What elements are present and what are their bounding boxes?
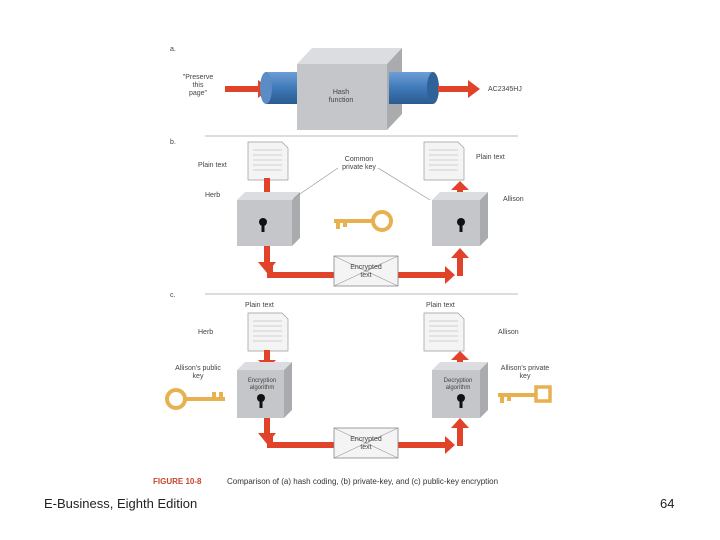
arrow-up-bottom-right-c bbox=[451, 418, 469, 446]
envelope-c bbox=[333, 427, 399, 459]
decryption-box-label: Decryption algorithm bbox=[443, 378, 473, 391]
envelope-b bbox=[333, 255, 399, 287]
section-label-c: c. bbox=[170, 292, 176, 299]
plain-text-left-b: Plain text bbox=[198, 162, 227, 169]
plain-text-right-c: Plain text bbox=[426, 302, 455, 309]
envelope-text-b: Encrypted text bbox=[350, 264, 382, 279]
arrow-right-from-envelope-c bbox=[398, 436, 455, 454]
envelope-text-c: Encrypted text bbox=[350, 436, 382, 451]
right-cylinder bbox=[389, 72, 439, 104]
receiver-label-b: Allison bbox=[503, 196, 524, 203]
plain-doc-right-c bbox=[423, 312, 465, 352]
decryption-box bbox=[432, 362, 488, 418]
page-number: 64 bbox=[660, 496, 675, 511]
private-key-icon bbox=[498, 385, 552, 403]
hash-input-text: "Preserve this page" bbox=[182, 74, 214, 97]
figure-caption: Comparison of (a) hash coding, (b) priva… bbox=[227, 477, 499, 486]
arrow-right-to-envelope-c bbox=[267, 436, 335, 448]
input-arrow bbox=[225, 80, 270, 98]
arrow-up-right-c bbox=[451, 351, 469, 366]
section-label-a: a. bbox=[170, 46, 176, 53]
hash-function-label: Hash function bbox=[328, 89, 354, 104]
section-c bbox=[165, 312, 552, 459]
section-a bbox=[225, 48, 480, 130]
plain-text-right-b: Plain text bbox=[476, 154, 505, 161]
hash-output-text: AC2345HJ bbox=[488, 86, 522, 93]
plain-doc-left bbox=[247, 141, 289, 181]
encryption-box bbox=[237, 362, 292, 418]
lock-box-right-b bbox=[432, 192, 488, 246]
key-line-left bbox=[293, 167, 339, 199]
arrow-right-to-envelope-b bbox=[267, 265, 335, 278]
public-key-label: Allison's public key bbox=[175, 365, 221, 380]
plain-text-left-c: Plain text bbox=[245, 302, 274, 309]
private-key-label: Allison's private key bbox=[500, 365, 550, 380]
sender-label-c: Herb bbox=[198, 329, 214, 336]
public-key-icon bbox=[165, 388, 225, 410]
common-key-icon bbox=[334, 210, 393, 232]
section-label-b: b. bbox=[170, 139, 176, 146]
figure-label: FIGURE 10-8 bbox=[153, 477, 202, 486]
key-line-right bbox=[377, 167, 431, 201]
arrow-up-bottom-right-b bbox=[451, 248, 469, 276]
hash-box bbox=[297, 48, 402, 130]
lock-box-left-b bbox=[237, 192, 300, 246]
sender-label-b: Herb bbox=[205, 192, 221, 199]
footer-title: E-Business, Eighth Edition bbox=[44, 496, 198, 511]
arrow-up-right-b bbox=[451, 181, 469, 198]
common-key-label: Common private key bbox=[342, 156, 376, 171]
output-arrow bbox=[438, 80, 480, 98]
receiver-label-c: Allison bbox=[498, 329, 519, 336]
arrow-right-from-envelope-b bbox=[398, 266, 455, 284]
plain-doc-left-c bbox=[247, 312, 289, 352]
encryption-box-label: Encryption algorithm bbox=[247, 378, 277, 391]
plain-doc-right bbox=[423, 141, 465, 181]
section-b bbox=[237, 141, 488, 287]
